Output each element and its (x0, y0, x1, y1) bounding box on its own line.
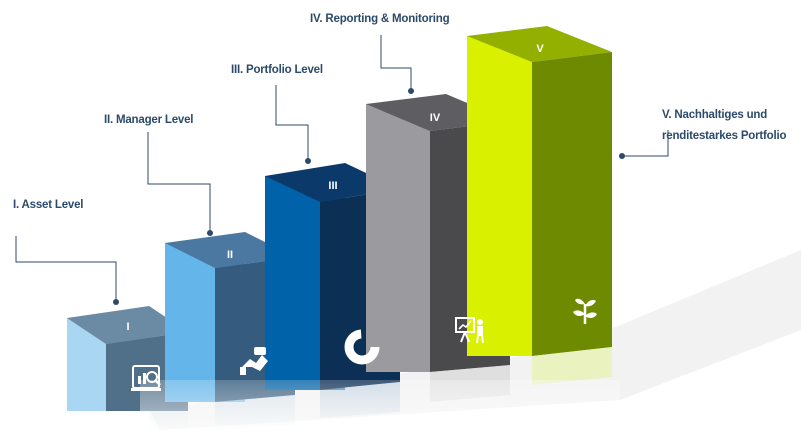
sprout-icon (573, 298, 597, 324)
bar-5-front (467, 36, 532, 356)
bar-5-top (467, 26, 612, 62)
analytics-icon (131, 365, 161, 391)
bar-1-top (67, 306, 188, 344)
connectors (15, 35, 669, 305)
bar-reflections (140, 347, 620, 430)
bar-2-roman: II (227, 249, 233, 261)
bar-2-top (165, 232, 295, 268)
label-manager-level: II. Manager Level (104, 114, 194, 126)
donut-chart-icon (344, 329, 380, 365)
label-asset-level: I. Asset Level (13, 199, 84, 211)
label-reporting-monitoring: IV. Reporting & Monitoring (310, 13, 450, 25)
bar-1-roman: I (126, 321, 129, 333)
connector-5 (624, 130, 669, 157)
handshake-icon (240, 347, 268, 375)
label-nachhaltiges-portfolio: V. Nachhaltiges und renditestarkes Portf… (662, 109, 787, 142)
bar-5-roman: V (536, 43, 544, 55)
bar-3-roman: III (328, 180, 337, 192)
bar-5-face (532, 52, 612, 356)
label-portfolio-level: III. Portfolio Level (231, 64, 323, 76)
connector-1 (15, 236, 117, 300)
connector-2 (147, 132, 211, 232)
bar-4-roman: IV (430, 112, 441, 124)
bar-level-5: V (467, 26, 612, 356)
connector-4 (380, 35, 412, 90)
bar-4-front (366, 104, 430, 372)
floor-shadow (150, 250, 801, 430)
presentation-icon (455, 317, 484, 344)
connector-3 (275, 85, 309, 160)
